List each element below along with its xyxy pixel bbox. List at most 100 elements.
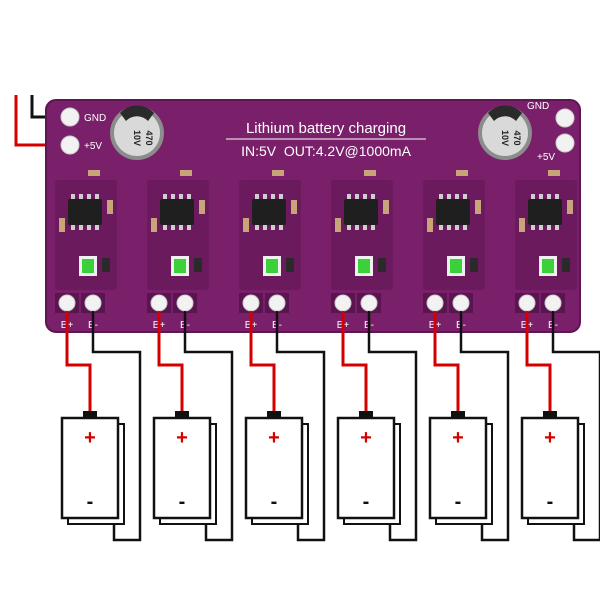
b-plus-pad[interactable] (518, 294, 536, 312)
resistor (383, 200, 389, 214)
b-plus-pad[interactable] (242, 294, 260, 312)
b-minus-pad[interactable] (360, 294, 378, 312)
capacitor-right-value: 470 (512, 130, 522, 145)
resistor (364, 170, 376, 176)
vcc-pad-right[interactable] (555, 133, 575, 153)
board-spec: IN:5V OUT:4.2V@1000mA (241, 143, 412, 159)
ic-pin (547, 225, 551, 230)
resistor (272, 170, 284, 176)
gnd-pad-left[interactable] (60, 107, 80, 127)
b-minus-pad[interactable] (176, 294, 194, 312)
pcb-board: Lithium battery charging IN:5V OUT:4.2V@… (45, 99, 581, 333)
battery-terminal (359, 411, 373, 418)
board-title: Lithium battery charging (246, 120, 406, 137)
b-minus-pad[interactable] (544, 294, 562, 312)
ic-pin (279, 225, 283, 230)
battery-body (428, 416, 488, 520)
positive-wire (65, 311, 92, 411)
battery-6: +- (520, 411, 585, 525)
resistor (475, 200, 481, 214)
negative-wire (275, 311, 326, 542)
ic-pin (187, 194, 191, 199)
resistor (548, 170, 560, 176)
charger-module-3: B+B- (239, 170, 301, 331)
ic-pin (531, 225, 535, 230)
ic-pin (439, 225, 443, 230)
b-plus-pad[interactable] (334, 294, 352, 312)
ic-pin (363, 194, 367, 199)
ic-pin (79, 225, 83, 230)
b-minus-pad[interactable] (452, 294, 470, 312)
ic-pin (355, 194, 359, 199)
b-plus-pad[interactable] (58, 294, 76, 312)
ic-pin (271, 194, 275, 199)
battery-4: +- (336, 411, 401, 525)
b-minus-pad[interactable] (84, 294, 102, 312)
resistor (519, 218, 525, 232)
ic-pin (171, 225, 175, 230)
resistor (243, 218, 249, 232)
ic-pin (255, 225, 259, 230)
ic-pin (279, 194, 283, 199)
capacitor-left-voltage: 10V (132, 130, 142, 146)
ic-pin (71, 194, 75, 199)
positive-wire (157, 311, 184, 411)
ic-pin (263, 194, 267, 199)
resistor (291, 200, 297, 214)
ic-pin (447, 225, 451, 230)
battery-minus-symbol: - (363, 491, 370, 513)
resistor (562, 258, 570, 272)
battery-plus-symbol: + (360, 427, 372, 449)
battery-minus-symbol: - (547, 491, 554, 513)
charger-ic (68, 199, 102, 225)
battery-minus-symbol: - (87, 491, 94, 513)
battery-terminal (83, 411, 97, 418)
ic-pin (95, 194, 99, 199)
ic-pin (455, 225, 459, 230)
ic-pin (347, 225, 351, 230)
b-minus-pad[interactable] (268, 294, 286, 312)
resistor (88, 170, 100, 176)
capacitor-right-voltage: 10V (500, 130, 510, 146)
battery-plus-symbol: + (176, 427, 188, 449)
ic-pin (531, 194, 535, 199)
charger-ic (344, 199, 378, 225)
ic-pin (547, 194, 551, 199)
battery-terminal (451, 411, 465, 418)
status-led (82, 259, 94, 273)
charger-ic (160, 199, 194, 225)
charger-ic (252, 199, 286, 225)
resistor (107, 200, 113, 214)
capacitor-left-value: 470 (144, 130, 154, 145)
battery-body (520, 416, 580, 520)
output-wires (65, 311, 600, 542)
positive-wire (525, 311, 552, 411)
battery-5: +- (428, 411, 493, 525)
gnd-pad-right[interactable] (555, 108, 575, 128)
ic-pin (371, 225, 375, 230)
status-led (266, 259, 278, 273)
b-plus-pad[interactable] (150, 294, 168, 312)
gnd-label-left: GND (84, 113, 106, 124)
vcc-pad-left[interactable] (60, 135, 80, 155)
ic-pin (555, 225, 559, 230)
battery-plus-symbol: + (84, 427, 96, 449)
ic-pin (463, 225, 467, 230)
b-plus-pad[interactable] (426, 294, 444, 312)
ic-pin (187, 225, 191, 230)
vcc-label-left: +5V (84, 141, 102, 152)
resistor (151, 218, 157, 232)
battery-2: +- (152, 411, 217, 525)
battery-body (244, 416, 304, 520)
ic-pin (163, 194, 167, 199)
capacitor-right: 470 10V (478, 105, 532, 160)
negative-wire (91, 311, 142, 542)
ic-pin (263, 225, 267, 230)
status-led (174, 259, 186, 273)
status-led (358, 259, 370, 273)
ic-pin (455, 194, 459, 199)
ic-pin (179, 225, 183, 230)
ic-pin (79, 194, 83, 199)
ic-pin (255, 194, 259, 199)
battery-minus-symbol: - (271, 491, 278, 513)
